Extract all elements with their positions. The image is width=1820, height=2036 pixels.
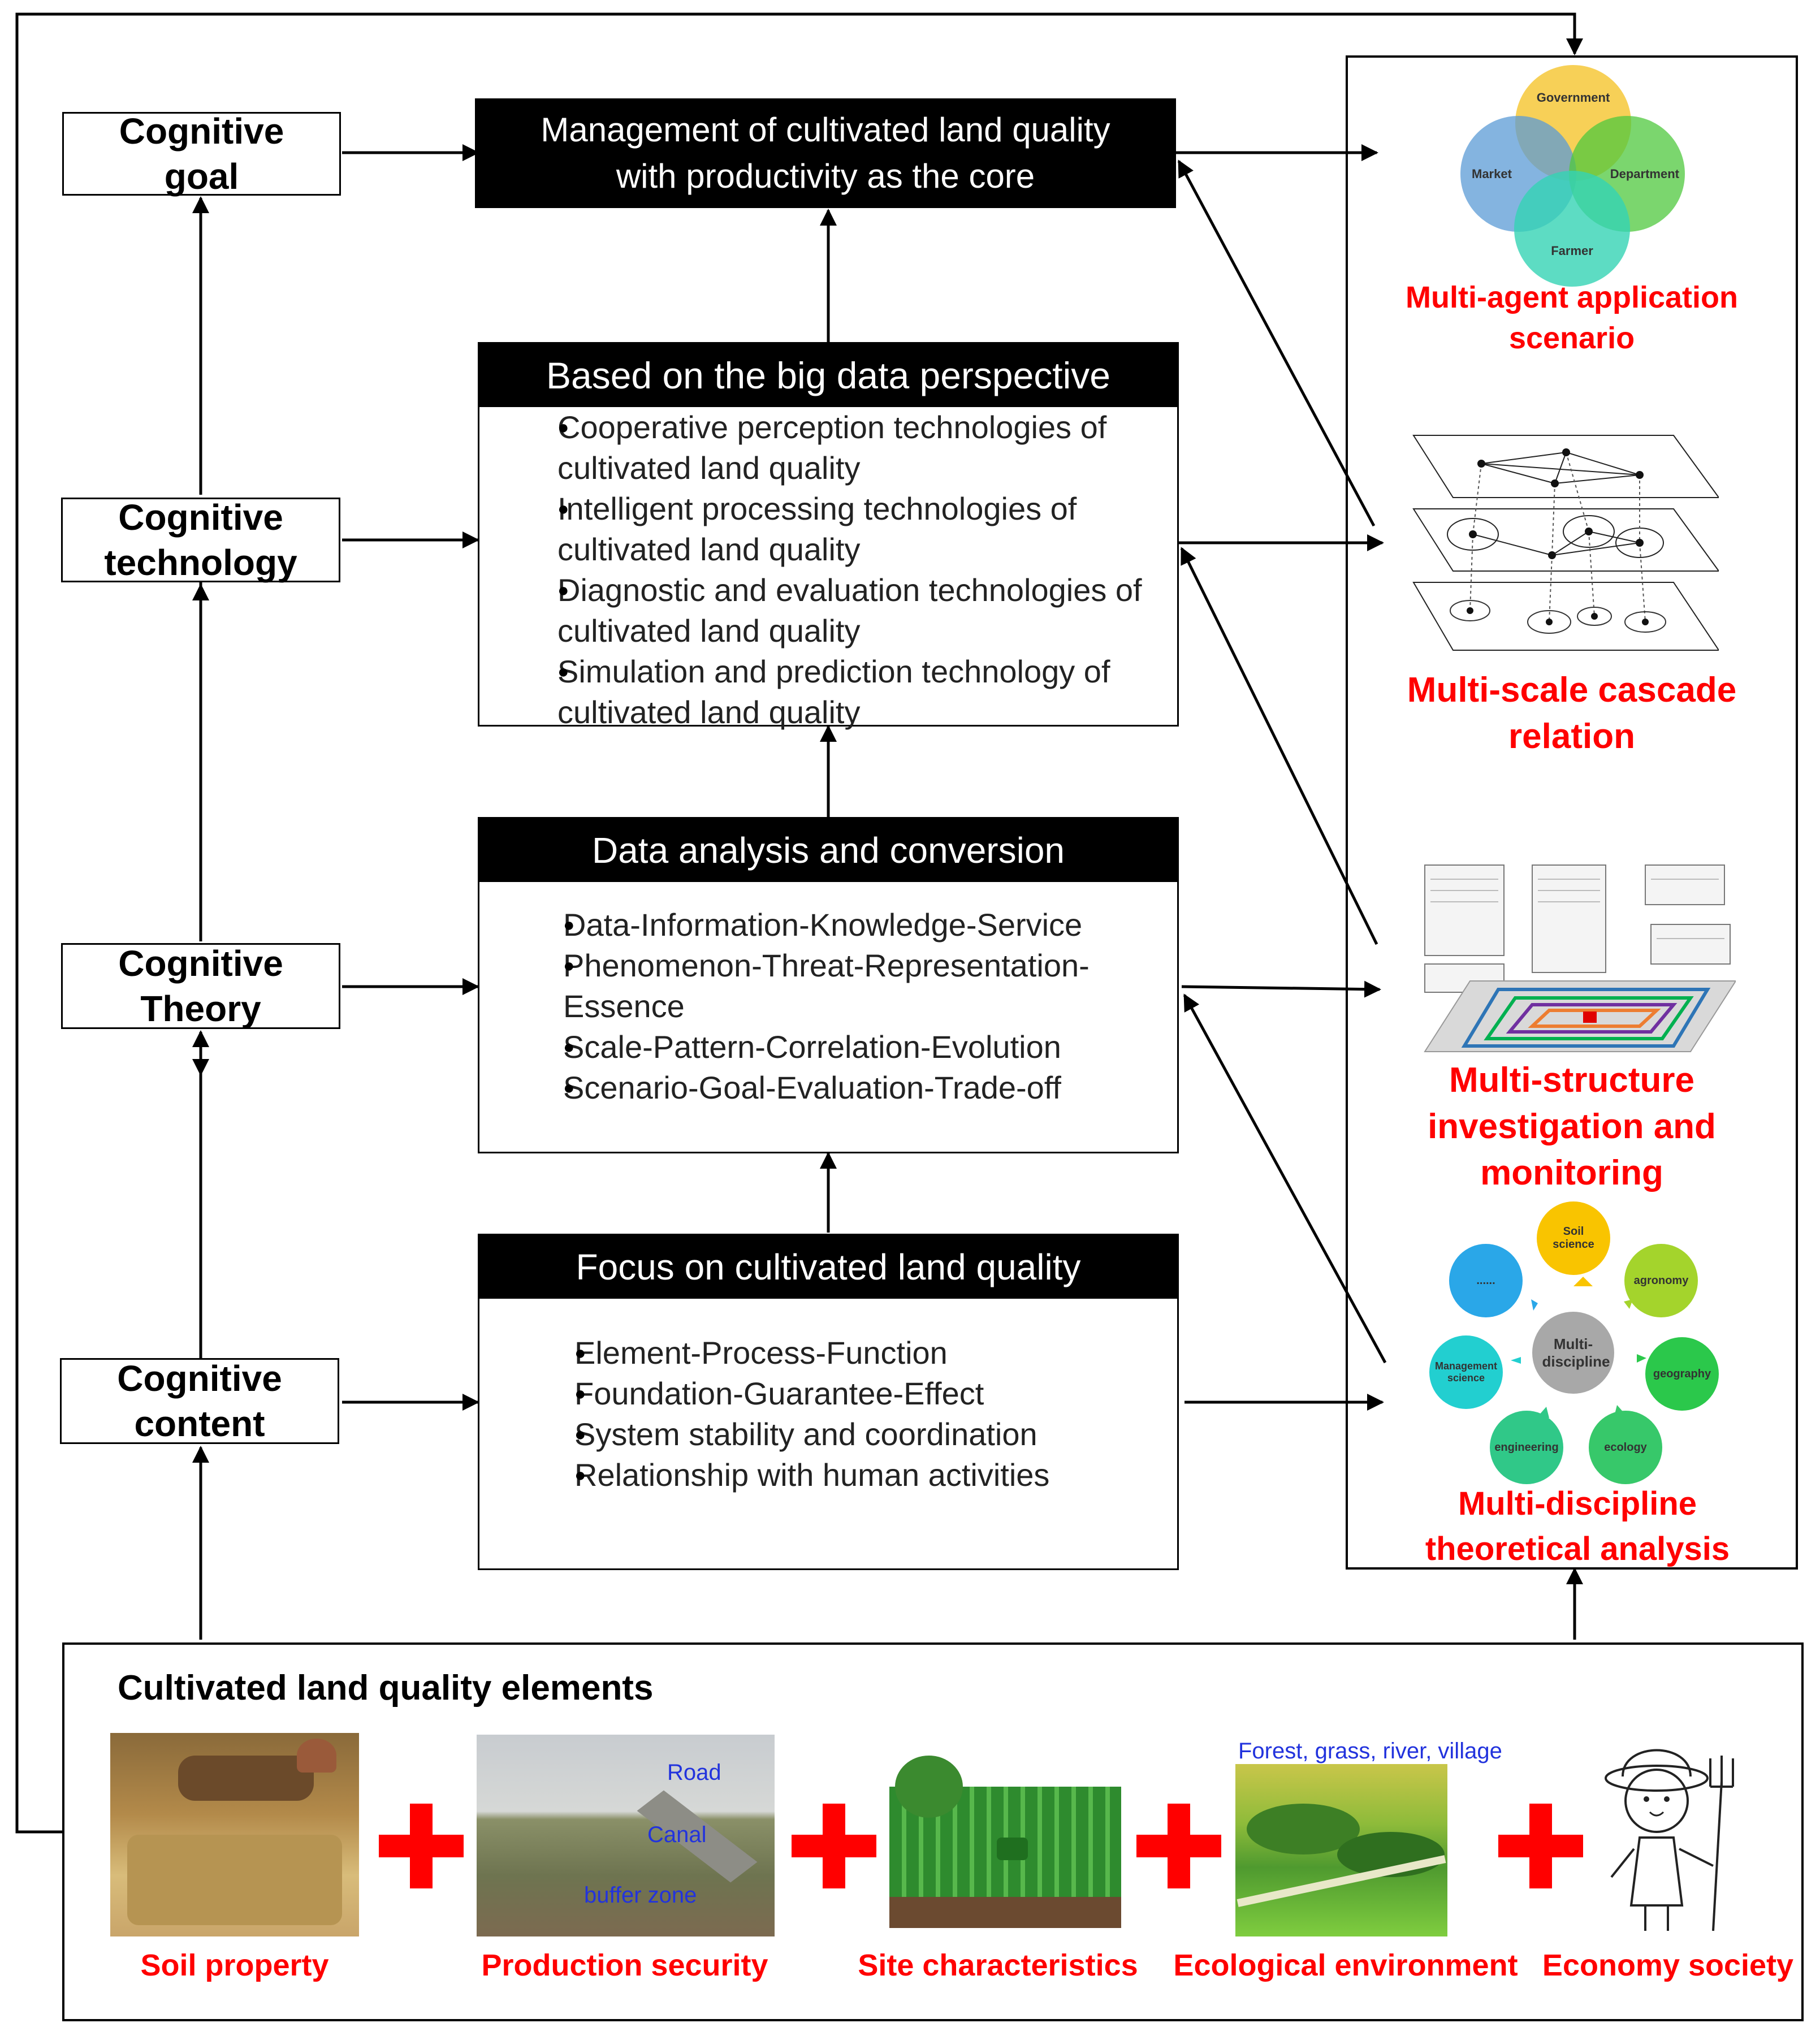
structure-monitoring-graphic <box>1424 864 1736 1052</box>
data-analysis-item: Scale-Pattern-Correlation-Evolution <box>563 1027 1155 1067</box>
cognitive-goal-label: Cognitive goal <box>119 111 284 197</box>
venn-government-label: Government <box>1536 90 1610 105</box>
focus-item: Foundation-Guarantee-Effect <box>574 1373 1155 1414</box>
cognitive-technology-label: Cognitive technology <box>104 497 297 583</box>
road-tag: Road <box>667 1760 721 1785</box>
focus-item: Relationship with human activities <box>574 1455 1155 1495</box>
cognitive-theory-label: Cognitive Theory <box>118 943 283 1029</box>
elements-title: Cultivated land quality elements <box>118 1668 654 1708</box>
production-security-photo: Road Canal buffer zone <box>477 1735 775 1936</box>
discipline-arrows <box>1511 1277 1646 1418</box>
cognitive-content-box: Cognitive content <box>60 1358 339 1444</box>
plus-icon <box>792 1804 876 1888</box>
focus-item: System stability and coordination <box>574 1414 1155 1455</box>
farmer-cartoon-icon <box>1605 1749 1734 1931</box>
elements-panel <box>62 1642 1804 2021</box>
data-analysis-item: Data-Information-Knowledge-Service <box>563 905 1155 945</box>
cognitive-goal-box: Cognitive goal <box>62 111 341 197</box>
multi-scale-label: Multi-scale cascade relation <box>1407 671 1737 756</box>
economy-society-label: Economy society <box>1542 1948 1794 1982</box>
geography-node: geography <box>1645 1337 1719 1411</box>
big-data-list: Cooperative perception technologies of c… <box>479 407 1177 733</box>
management-science-node: Management science <box>1429 1335 1503 1409</box>
forest-grass-tag: Forest, grass, river, village <box>1238 1739 1502 1763</box>
production-security-label: Production security <box>481 1948 768 1982</box>
site-characteristics-photo <box>889 1753 1121 1936</box>
engineering-node: engineering <box>1490 1411 1563 1484</box>
focus-list: Element-Process-Function Foundation-Guar… <box>479 1299 1177 1495</box>
cognitive-theory-box: Cognitive Theory <box>61 943 340 1029</box>
agronomy-node: agronomy <box>1624 1244 1698 1317</box>
data-analysis-header: Data analysis and conversion <box>479 819 1177 882</box>
focus-header: Focus on cultivated land quality <box>479 1235 1177 1299</box>
ecological-environment-label: Ecological environment <box>1173 1948 1518 1982</box>
multi-agent-label: Multi-agent application scenario <box>1406 280 1738 355</box>
data-analysis-item: Scenario-Goal-Evaluation-Trade-off <box>563 1067 1155 1108</box>
ecology-node: ecology <box>1589 1411 1662 1484</box>
venn-market-label: Market <box>1472 166 1512 181</box>
site-characteristics-label: Site characteristics <box>858 1948 1138 1982</box>
cognitive-content-label: Cognitive content <box>117 1358 282 1444</box>
plus-icon <box>1136 1804 1221 1888</box>
data-analysis-item: Phenomenon-Threat-Representation-Essence <box>563 945 1129 1027</box>
big-data-header: Based on the big data perspective <box>479 344 1177 407</box>
venn-farmer-circle: Farmer <box>1514 171 1630 287</box>
cognitive-technology-box: Cognitive technology <box>61 497 340 583</box>
ellipsis-node: ...... <box>1449 1244 1523 1317</box>
soil-property-photo <box>110 1733 359 1936</box>
focus-panel: Focus on cultivated land quality Element… <box>478 1234 1179 1570</box>
big-data-item: Simulation and prediction technology of … <box>557 651 1155 733</box>
management-box: Management of cultivated land quality wi… <box>475 98 1176 208</box>
multi-structure-label: Multi-structure investigation and monito… <box>1428 1061 1716 1192</box>
data-analysis-panel: Data analysis and conversion Data-Inform… <box>478 817 1179 1153</box>
big-data-item: Cooperative perception technologies of c… <box>557 407 1155 489</box>
plus-icon <box>1498 1804 1583 1888</box>
buffer-zone-tag: buffer zone <box>584 1883 697 1908</box>
plus-icon <box>379 1804 464 1888</box>
venn-farmer-label: Farmer <box>1551 244 1593 258</box>
data-analysis-list: Data-Information-Knowledge-Service Pheno… <box>479 882 1177 1108</box>
ecological-environment-photo <box>1235 1764 1447 1936</box>
focus-item: Element-Process-Function <box>574 1333 1155 1373</box>
right-panel <box>1346 55 1798 1570</box>
canal-tag: Canal <box>647 1822 707 1847</box>
venn-department-label: Department <box>1610 166 1679 181</box>
soil-science-node: Soil science <box>1537 1201 1610 1275</box>
big-data-item: Intelligent processing technologies of c… <box>557 489 1155 570</box>
cascade-network-graphic <box>1412 435 1719 651</box>
multi-discipline-center: Multi-discipline <box>1532 1312 1614 1394</box>
big-data-panel: Based on the big data perspective Cooper… <box>478 342 1179 730</box>
management-line1: Management of cultivated land quality <box>541 111 1110 149</box>
management-line2: with productivity as the core <box>616 157 1035 195</box>
big-data-item: Diagnostic and evaluation technologies o… <box>557 570 1155 651</box>
multi-discipline-label: Multi-discipline theoretical analysis <box>1425 1485 1730 1567</box>
soil-property-label: Soil property <box>140 1948 329 1982</box>
